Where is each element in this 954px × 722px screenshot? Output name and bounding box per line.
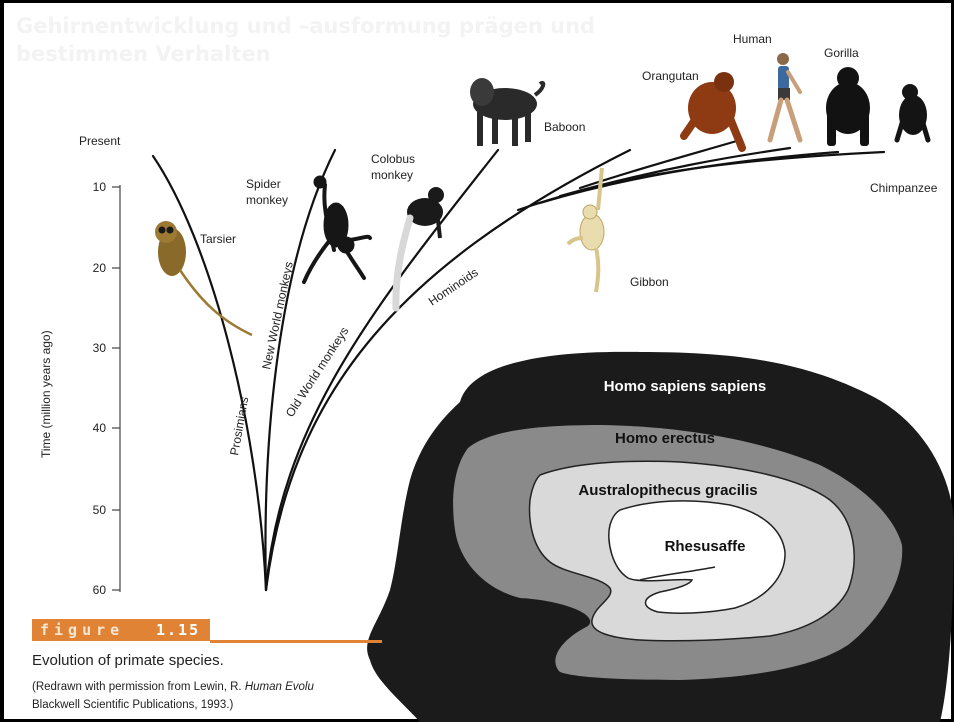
y-tick-label-50: 50 [93, 503, 107, 517]
credit-italic: Human Evolu [245, 681, 314, 693]
figure-number: 1.15 [156, 620, 200, 640]
branch-gorilla [540, 152, 838, 203]
chimpanzee-icon [897, 84, 928, 140]
clade-old-world: Old World monkeys [283, 324, 352, 419]
gorilla-icon [826, 67, 870, 146]
y-tick-label-20: 20 [93, 261, 107, 275]
label-tarsier: Tarsier [200, 232, 236, 246]
baboon-icon [470, 78, 543, 146]
y-tick-label-10: 10 [93, 180, 107, 194]
figure-word: figure [40, 620, 124, 640]
label-chimpanzee: Chimpanzee [870, 181, 938, 195]
label-baboon: Baboon [544, 120, 585, 134]
figure-caption: Evolution of primate species. [32, 652, 224, 669]
brain-label-sapiens: Homo sapiens sapiens [604, 378, 767, 395]
clade-hominoids: Hominoids [426, 265, 481, 308]
brain-label-erectus: Homo erectus [615, 430, 715, 447]
label-gorilla: Gorilla [824, 46, 859, 60]
label-human: Human [733, 32, 772, 46]
label-colobus-line2: monkey [371, 168, 413, 182]
brain-label-australopithecus: Australopithecus gracilis [578, 482, 757, 499]
credit-text-2: Blackwell Scientific Publications, 1993.… [32, 699, 233, 711]
y-tick-label-30: 30 [93, 341, 107, 355]
orangutan-icon [684, 72, 742, 148]
spider-monkey-icon [304, 176, 370, 282]
figure-credit: (Redrawn with permission from Lewin, R. … [32, 678, 382, 714]
brain-comparison [367, 352, 954, 722]
label-spider-line1: Spider [246, 177, 281, 191]
branch-prosimians [153, 156, 266, 590]
figure-rule [210, 640, 382, 643]
label-colobus-line1: Colobus [371, 152, 415, 166]
credit-text-1: (Redrawn with permission from Lewin, R. [32, 681, 245, 693]
y-axis-label: Time (million years ago) [39, 330, 53, 458]
y-axis [112, 185, 120, 592]
y-tick-label-60: 60 [93, 583, 107, 597]
present-label: Present [79, 134, 121, 148]
label-orangutan: Orangutan [642, 69, 699, 83]
y-tick-label-40: 40 [93, 421, 107, 435]
brain-label-rhesus: Rhesusaffe [665, 538, 746, 555]
human-icon [770, 53, 800, 140]
label-gibbon: Gibbon [630, 275, 669, 289]
label-spider-line2: monkey [246, 193, 288, 207]
